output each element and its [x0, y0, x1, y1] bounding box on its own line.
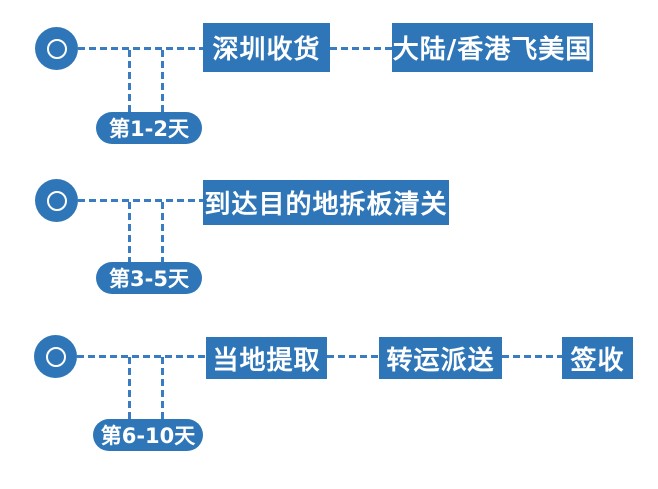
timeline-node-icon: [35, 179, 78, 222]
day-range-badge-1-2: 第1-2天: [96, 112, 202, 144]
connector-dash-horizontal: [78, 199, 203, 202]
connector-dash-vertical: [128, 50, 131, 112]
day-range-label: 第6-10天: [100, 424, 196, 448]
connector-dash-horizontal: [78, 47, 203, 50]
day-range-label: 第3-5天: [109, 267, 189, 291]
step-label: 转运派送: [386, 345, 495, 376]
connector-dash-vertical: [161, 357, 164, 419]
circle-ring-icon: [46, 38, 67, 59]
circle-ring-icon: [45, 346, 66, 367]
connector-dash-horizontal: [77, 355, 206, 358]
timeline-node-icon: [35, 27, 78, 70]
circle-ring-icon: [46, 190, 67, 211]
timeline-node-icon: [34, 335, 77, 378]
connector-dash-vertical: [161, 50, 164, 112]
connector-dash-vertical: [128, 202, 131, 262]
step-label: 大陆/香港飞美国: [392, 35, 593, 65]
step-box-sign-receipt: 签收: [562, 337, 633, 379]
step-label: 当地提取: [212, 345, 321, 376]
step-label: 深圳收货: [212, 35, 321, 65]
step-box-arrival-customs: 到达目的地拆板清关: [203, 180, 449, 225]
step-label: 签收: [570, 345, 625, 376]
step-box-local-pickup: 当地提取: [206, 337, 327, 379]
day-range-badge-3-5: 第3-5天: [96, 262, 202, 294]
connector-dash-horizontal: [327, 355, 379, 358]
connector-dash-horizontal: [330, 47, 392, 50]
step-box-shenzhen-pickup: 深圳收货: [203, 23, 330, 72]
day-range-badge-6-10: 第6-10天: [93, 419, 203, 451]
step-box-flight-to-usa: 大陆/香港飞美国: [392, 23, 593, 72]
step-label: 到达目的地拆板清关: [204, 190, 448, 220]
connector-dash-vertical: [161, 202, 164, 262]
day-range-label: 第1-2天: [109, 117, 189, 141]
step-box-transfer-delivery: 转运派送: [379, 337, 502, 379]
connector-dash-horizontal: [502, 355, 562, 358]
connector-dash-vertical: [128, 357, 131, 419]
